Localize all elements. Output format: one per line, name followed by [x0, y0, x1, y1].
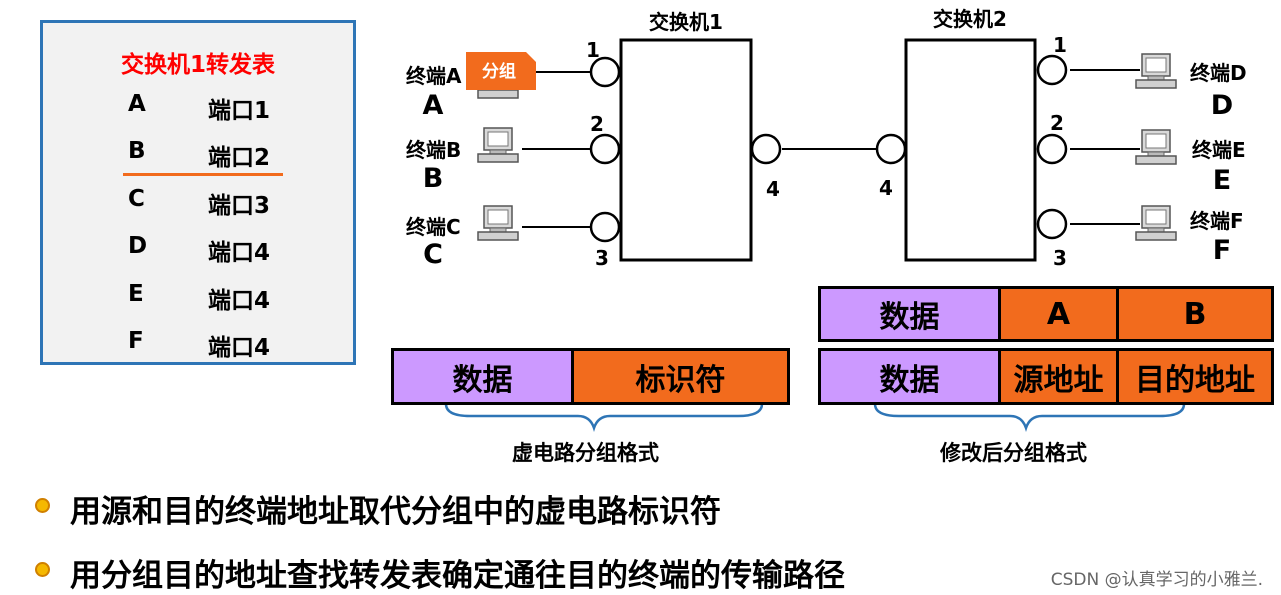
s2-port-1-label: 1	[1053, 33, 1067, 57]
table-terminal: F	[128, 328, 144, 354]
s1-port-2	[589, 133, 621, 165]
s2-port-3	[1036, 208, 1068, 240]
table-terminal: D	[128, 233, 148, 259]
vc-format-caption: 虚电路分组格式	[512, 441, 659, 465]
switch-1-box	[619, 38, 753, 262]
modified-format-caption: 修改后分组格式	[940, 441, 1087, 465]
switch-2-title: 交换机2	[933, 7, 1007, 31]
mod-dest-address-cell: 目的地址	[1116, 348, 1274, 405]
bullet-icon	[35, 498, 50, 513]
s2-port-2	[1036, 133, 1068, 165]
terminal-f-computer-icon	[1135, 205, 1177, 241]
mod-top-data-cell: 数据	[818, 286, 1001, 342]
mod-top-source-cell: A	[998, 286, 1119, 342]
table-port: 端口4	[208, 240, 271, 266]
terminal-a-name: 终端A	[406, 64, 462, 88]
table-row: B 端口2	[43, 138, 353, 171]
table-row: E 端口4	[43, 281, 353, 314]
terminal-c-letter: C	[423, 239, 443, 270]
terminal-c-name: 终端C	[406, 215, 461, 239]
terminal-b-name: 终端B	[406, 138, 461, 162]
s1-port-2-label: 2	[590, 112, 604, 136]
table-port: 端口4	[208, 335, 271, 361]
s2-port-4	[875, 133, 907, 165]
row-separator	[123, 173, 283, 176]
table-terminal: C	[128, 186, 145, 212]
table-row: C 端口3	[43, 186, 353, 219]
terminal-f-name: 终端F	[1190, 209, 1244, 233]
terminal-d-letter: D	[1211, 90, 1233, 121]
table-port: 端口2	[208, 145, 271, 171]
s1-port-1	[589, 56, 621, 88]
s1-port-3	[589, 211, 621, 243]
table-port: 端口3	[208, 193, 271, 219]
switch-2-box	[904, 38, 1037, 262]
s2-port-4-label: 4	[879, 176, 893, 200]
s1-port-4	[750, 133, 782, 165]
table-terminal: B	[128, 138, 146, 164]
bullet-text: 用分组目的地址查找转发表确定通往目的终端的传输路径	[70, 558, 845, 594]
bullet-text: 用源和目的终端地址取代分组中的虚电路标识符	[70, 494, 721, 530]
terminal-c-computer-icon	[477, 205, 519, 241]
terminal-d-computer-icon	[1135, 53, 1177, 89]
mod-source-address-cell: 源地址	[998, 348, 1119, 405]
table-row: D 端口4	[43, 233, 353, 266]
table-port: 端口4	[208, 288, 271, 314]
s1-port-3-label: 3	[595, 246, 609, 270]
switch-1-title: 交换机1	[649, 10, 723, 34]
mod-data-cell: 数据	[818, 348, 1001, 405]
s2-port-3-label: 3	[1053, 246, 1067, 270]
watermark: CSDN @认真学习的小雅兰.	[1050, 570, 1263, 590]
table-terminal: A	[128, 91, 146, 117]
packet-tag-shape	[466, 52, 536, 90]
terminal-f-letter: F	[1213, 235, 1231, 266]
s1-port-4-label: 4	[766, 177, 780, 201]
terminal-e-name: 终端E	[1192, 138, 1246, 162]
mod-top-dest-cell: B	[1116, 286, 1274, 342]
table-row: A 端口1	[43, 91, 353, 124]
terminal-d-name: 终端D	[1190, 61, 1247, 85]
vc-format-brace	[444, 403, 764, 432]
s2-port-2-label: 2	[1050, 111, 1064, 135]
modified-format-brace	[873, 403, 1186, 432]
forward-table: 交换机1转发表 A 端口1 B 端口2 C 端口3 D 端口4 E 端口4 F …	[40, 20, 356, 365]
s2-port-1	[1036, 54, 1068, 86]
terminal-a-letter: A	[423, 90, 444, 121]
table-terminal: E	[128, 281, 144, 307]
forward-table-title: 交换机1转发表	[120, 52, 275, 78]
vc-identifier-cell: 标识符	[571, 348, 790, 405]
table-port: 端口1	[208, 98, 271, 124]
packet-tag-label: 分组	[482, 61, 516, 82]
table-row: F 端口4	[43, 328, 353, 361]
terminal-e-computer-icon	[1135, 129, 1177, 165]
s1-port-1-label: 1	[586, 38, 600, 62]
bullet-icon	[35, 562, 50, 577]
vc-data-cell: 数据	[391, 348, 574, 405]
terminal-e-letter: E	[1213, 165, 1231, 196]
terminal-b-letter: B	[423, 163, 444, 194]
terminal-b-computer-icon	[477, 127, 519, 163]
